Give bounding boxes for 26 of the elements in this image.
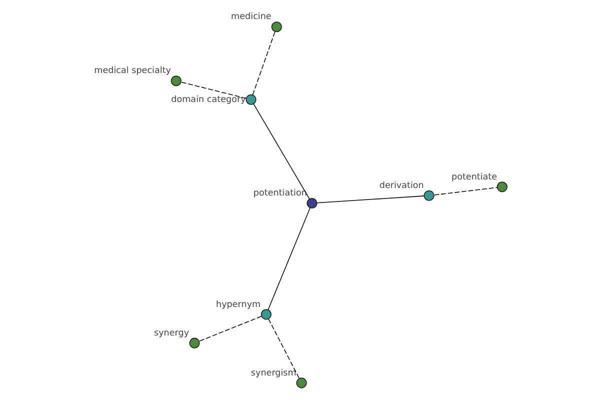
node-label: hypernym [216,300,260,310]
node-circle [296,378,306,388]
connector [252,104,310,200]
connector [252,31,275,96]
node-label: potentiation [252,188,306,199]
node-circle [423,190,434,201]
node-label: potentiate [451,172,497,182]
connector [316,196,424,204]
connector [267,208,310,310]
node-label: derivation [378,180,424,191]
node-circle [170,76,181,86]
node-circle [306,198,317,209]
connector [198,316,262,342]
node-label: synergy [154,328,189,338]
node-circle [245,94,256,105]
node-circle [496,182,507,192]
connector [180,82,246,99]
node-circle [188,338,200,348]
node-circle [270,22,282,32]
node-label: medicine [230,12,271,22]
node-circle [260,309,271,320]
node-label: synergism [250,368,296,378]
node-label: medical specialty [94,66,171,76]
node-label: domain category [170,94,246,105]
connector [433,187,497,196]
connector [268,318,300,379]
